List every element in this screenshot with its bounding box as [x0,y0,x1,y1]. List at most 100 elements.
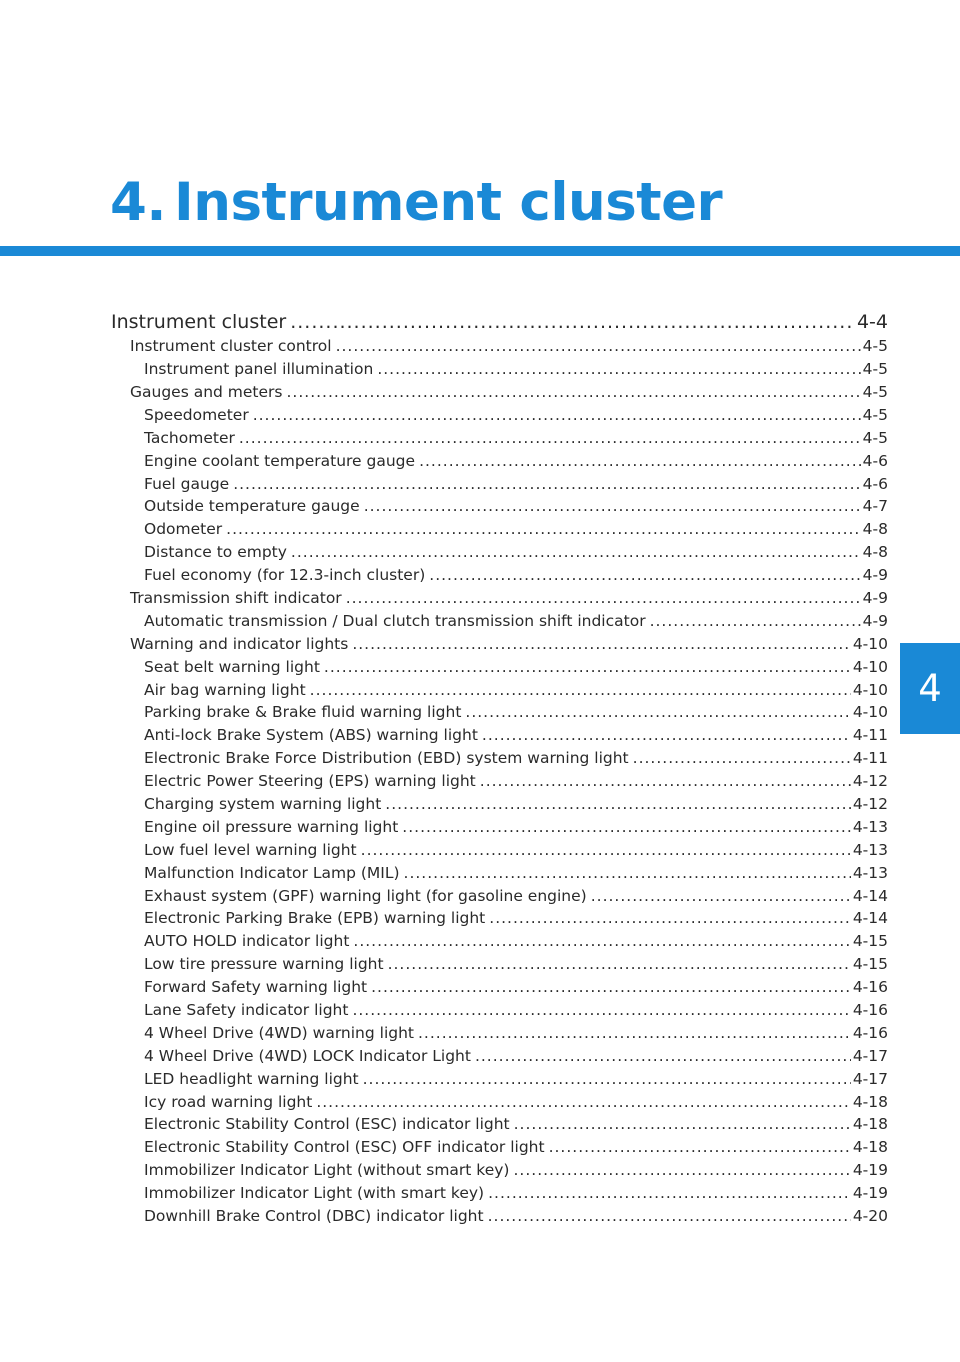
toc-entry[interactable]: AUTO HOLD indicator light4-15 [144,932,888,950]
toc-leader-dots [388,955,851,973]
toc-entry[interactable]: Lane Safety indicator light4-16 [144,1001,888,1019]
toc-entry-label: Malfunction Indicator Lamp (MIL) [144,864,400,882]
toc-entry[interactable]: Electric Power Steering (EPS) warning li… [144,772,888,790]
toc-entry-label: Electronic Stability Control (ESC) indic… [144,1115,510,1133]
toc-entry[interactable]: Instrument cluster control4-5 [130,337,888,355]
toc-leader-dots [513,1161,850,1179]
toc-entry-page: 4-17 [852,1070,888,1088]
toc-entry[interactable]: Low tire pressure warning light4-15 [144,955,888,973]
toc-entry-label: Speedometer [144,406,249,424]
toc-entry[interactable]: Electronic Stability Control (ESC) indic… [144,1115,888,1133]
toc-leader-dots [353,932,850,950]
chapter-title-text: Instrument cluster [174,172,723,233]
toc-entry[interactable]: Malfunction Indicator Lamp (MIL)4-13 [144,864,888,882]
toc-entry[interactable]: Gauges and meters4-5 [130,383,888,401]
toc-leader-dots [233,475,860,493]
toc-entry-label: Transmission shift indicator [130,589,342,607]
toc-entry-label: Instrument panel illumination [144,360,374,378]
toc-entry-page: 4-9 [862,612,888,630]
toc-entry-label: Distance to empty [144,543,287,561]
toc-leader-dots [482,726,851,744]
toc-entry[interactable]: Speedometer4-5 [144,406,888,424]
toc-entry[interactable]: Fuel economy (for 12.3-inch cluster)4-9 [144,566,888,584]
toc-entry-page: 4-16 [852,978,888,996]
toc-entry-page: 4-11 [852,726,888,744]
toc-entry-page: 4-18 [852,1115,888,1133]
toc-leader-dots [336,337,861,355]
toc-entry[interactable]: Exhaust system (GPF) warning light (for … [144,887,888,905]
toc-entry-label: Instrument cluster [111,311,287,333]
toc-entry-label: Low fuel level warning light [144,841,357,859]
toc-entry[interactable]: LED headlight warning light 4-17 [144,1070,888,1088]
toc-entry-label: Engine oil pressure warning light [144,818,399,836]
toc-entry[interactable]: Anti-lock Brake System (ABS) warning lig… [144,726,888,744]
toc-leader-dots [650,612,861,630]
toc-entry[interactable]: Transmission shift indicator4-9 [130,589,888,607]
toc-leader-dots [361,841,851,859]
toc-entry-label: Tachometer [144,429,235,447]
toc-entry[interactable]: Forward Safety warning light 4-16 [144,978,888,996]
toc-entry-label: Forward Safety warning light [144,978,368,996]
chapter-title: 4.Instrument cluster [110,172,723,233]
toc-entry-page: 4-8 [862,520,888,538]
toc-leader-dots [291,543,861,561]
toc-entry[interactable]: Fuel gauge4-6 [144,475,888,493]
toc-entry-label: Seat belt warning light [144,658,320,676]
toc-entry[interactable]: Immobilizer Indicator Light (without sma… [144,1161,888,1179]
toc-leader-dots [429,566,860,584]
toc-entry-page: 4-15 [852,932,888,950]
toc-entry[interactable]: Odometer4-8 [144,520,888,538]
toc-entry[interactable]: Seat belt warning light4-10 [144,658,888,676]
toc-entry[interactable]: 4 Wheel Drive (4WD) LOCK Indicator Light… [144,1047,888,1065]
toc-entry[interactable]: Electronic Stability Control (ESC) OFF i… [144,1138,888,1156]
toc-leader-dots [489,909,851,927]
toc-entry[interactable]: Engine coolant temperature gauge4-6 [144,452,888,470]
toc-entry-page: 4-12 [852,772,888,790]
toc-entry[interactable]: Warning and indicator lights4-10 [130,635,888,653]
toc-entry-label: Charging system warning light [144,795,382,813]
toc-entry[interactable]: Instrument panel illumination4-5 [144,360,888,378]
toc-leader-dots [364,497,861,515]
toc-entry[interactable]: Outside temperature gauge4-7 [144,497,888,515]
toc-entry[interactable]: Automatic transmission / Dual clutch tra… [144,612,888,630]
toc-leader-dots [514,1115,851,1133]
toc-entry-label: Parking brake & Brake fluid warning ligh… [144,703,462,721]
toc-leader-dots [475,1047,851,1065]
toc-entry-page: 4-12 [852,795,888,813]
toc-leader-dots [591,887,851,905]
toc-entry-page: 4-5 [862,429,888,447]
toc-entry[interactable]: Electronic Brake Force Distribution (EBD… [144,749,888,767]
toc-leader-dots [239,429,861,447]
toc-entry[interactable]: Distance to empty4-8 [144,543,888,561]
toc-entry-label: Gauges and meters [130,383,283,401]
toc-entry[interactable]: 4 Wheel Drive (4WD) warning light4-16 [144,1024,888,1042]
toc-leader-dots [287,383,861,401]
toc-leader-dots [290,311,855,333]
toc-leader-dots [419,452,861,470]
chapter-tab[interactable]: 4 [900,643,960,734]
toc-leader-dots [480,772,851,790]
toc-entry[interactable]: Tachometer 4-5 [144,429,888,447]
toc-entry[interactable]: Electronic Parking Brake (EPB) warning l… [144,909,888,927]
toc-leader-dots [488,1207,851,1225]
toc-entry[interactable]: Engine oil pressure warning light4-13 [144,818,888,836]
toc-leader-dots [352,635,850,653]
toc-leader-dots [316,1093,850,1111]
toc-entry-page: 4-20 [852,1207,888,1225]
toc-entry[interactable]: Icy road warning light4-18 [144,1093,888,1111]
toc-leader-dots [324,658,851,676]
toc-leader-dots [465,703,850,721]
toc-leader-dots [404,864,851,882]
toc-entry[interactable]: Air bag warning light4-10 [144,681,888,699]
toc-entry[interactable]: Parking brake & Brake fluid warning ligh… [144,703,888,721]
toc-leader-dots [549,1138,851,1156]
toc-entry-label: LED headlight warning light [144,1070,359,1088]
toc-entry[interactable]: Low fuel level warning light4-13 [144,841,888,859]
toc-entry-label: Exhaust system (GPF) warning light (for … [144,887,587,905]
toc-entry[interactable]: Immobilizer Indicator Light (with smart … [144,1184,888,1202]
toc-entry-label: Instrument cluster control [130,337,332,355]
toc-entry-label: Low tire pressure warning light [144,955,384,973]
toc-entry[interactable]: Charging system warning light 4-12 [144,795,888,813]
toc-entry[interactable]: Downhill Brake Control (DBC) indicator l… [144,1207,888,1225]
